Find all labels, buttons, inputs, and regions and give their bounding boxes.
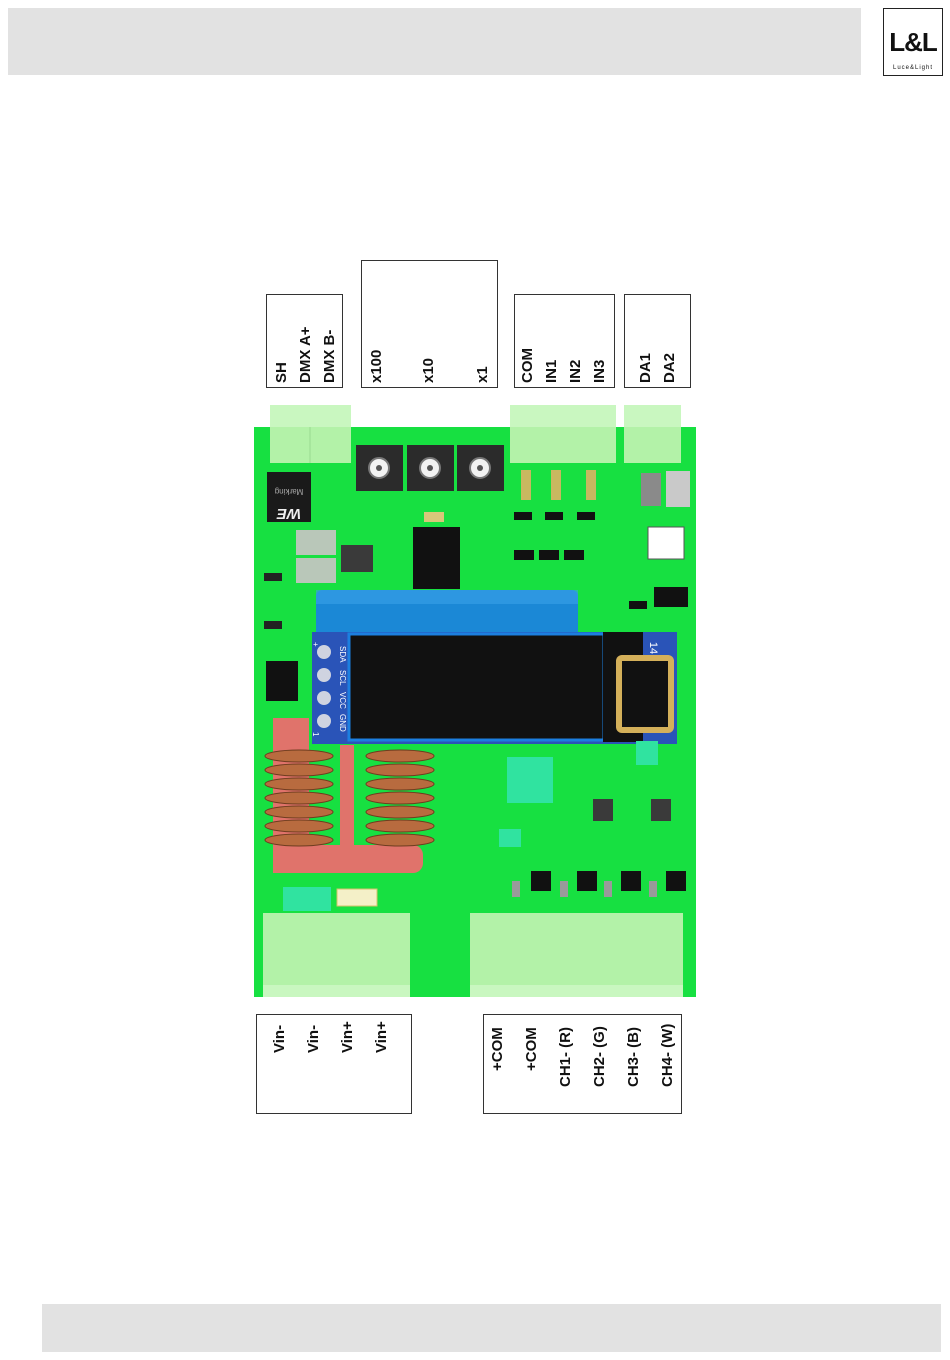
rotary-switch-x100 <box>356 445 403 491</box>
svg-text:GND: GND <box>338 714 347 732</box>
footer-bar <box>42 1304 941 1352</box>
top-terminal-inputs <box>510 405 616 463</box>
svg-text:SCL: SCL <box>338 670 347 686</box>
display-module: 14 <box>312 632 677 744</box>
svg-text:14: 14 <box>647 642 659 654</box>
we-chip: Marking WE <box>267 472 311 522</box>
rotary-switch-x1 <box>457 445 504 491</box>
svg-text:WE: WE <box>276 505 301 522</box>
bottom-terminal-outputs <box>470 913 683 997</box>
svg-text:1: 1 <box>311 732 320 737</box>
svg-text:Marking: Marking <box>275 487 303 496</box>
rotary-switch-x10 <box>407 445 454 491</box>
svg-text:+: + <box>311 642 320 647</box>
svg-text:SDA: SDA <box>338 646 347 663</box>
top-terminal-dmx <box>270 405 351 463</box>
bottom-terminal-power <box>263 913 410 997</box>
top-terminal-dali <box>624 405 681 463</box>
svg-text:VCC: VCC <box>338 692 347 709</box>
